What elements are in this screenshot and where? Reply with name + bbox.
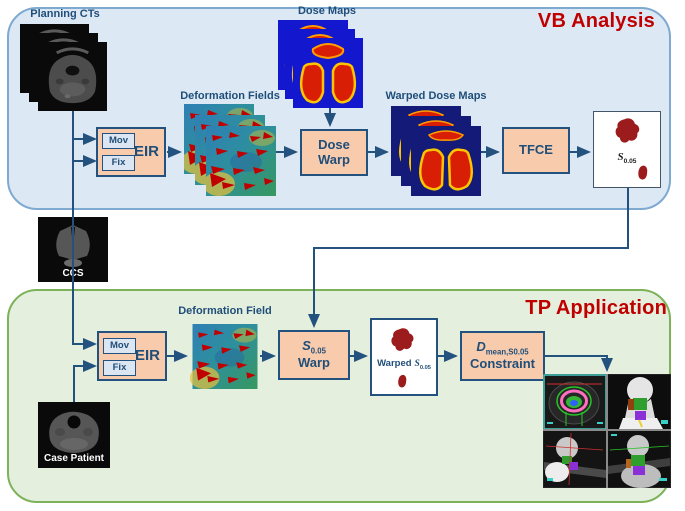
dose-maps-label: Dose Maps bbox=[297, 5, 357, 17]
mov-label-tp: Mov bbox=[110, 339, 129, 351]
significance-blob-large bbox=[613, 117, 643, 147]
ccs-label: CCS bbox=[62, 268, 84, 279]
dose-map-slice-front bbox=[293, 38, 363, 108]
case-patient-label: Case Patient bbox=[43, 453, 105, 464]
ccs-image: CCS bbox=[38, 217, 108, 282]
fix-input-box-tp: Fix bbox=[103, 360, 136, 376]
s-warp-label-line2: Warp bbox=[297, 355, 331, 371]
planning-ct-slice-front bbox=[38, 42, 107, 111]
dose-warp-label-line1: Dose bbox=[318, 136, 350, 152]
constraint-label: Constraint bbox=[470, 356, 535, 372]
s-warp-label-line1: S0.05 bbox=[302, 337, 326, 356]
deformation-field-slice-front bbox=[206, 126, 276, 196]
fix-label-tp: Fix bbox=[112, 361, 127, 373]
eir-label-vb: EIR bbox=[133, 143, 159, 161]
warped-dose-maps-label: Warped Dose Maps bbox=[385, 90, 487, 102]
warped-dose-map-slice-front bbox=[411, 126, 481, 196]
dmean-label: Dmean,S0.05 bbox=[476, 338, 529, 357]
warped-blob-large bbox=[389, 326, 417, 356]
mov-input-box-vb: Mov bbox=[102, 133, 135, 149]
deformation-field-label: Deformation Field bbox=[178, 305, 272, 317]
mov-input-box-tp: Mov bbox=[103, 338, 136, 354]
case-patient-ct-graphic bbox=[49, 411, 99, 453]
fix-label-vb: Fix bbox=[111, 156, 126, 168]
deformation-fields-label: Deformation Fields bbox=[180, 90, 280, 102]
tp-application-title: TP Application bbox=[525, 297, 667, 319]
tfce-box: TFCE bbox=[502, 127, 570, 174]
vb-analysis-title: VB Analysis bbox=[537, 10, 655, 32]
dose-warp-box: Dose Warp bbox=[300, 129, 368, 176]
significance-map-label: S0.05 bbox=[617, 151, 637, 166]
significance-map-box: S0.05 bbox=[593, 111, 661, 188]
mov-label-vb: Mov bbox=[109, 134, 128, 146]
significance-blob-small bbox=[637, 165, 648, 182]
fix-input-box-vb: Fix bbox=[102, 155, 135, 171]
warped-blob-small bbox=[397, 374, 407, 390]
eir-label-tp: EIR bbox=[134, 347, 160, 365]
planning-cts-label: Planning CTs bbox=[30, 8, 100, 20]
dmean-constraint-box: Dmean,S0.05 Constraint bbox=[460, 331, 545, 381]
s-warp-box: S0.05 Warp bbox=[278, 330, 350, 380]
tfce-label: TFCE bbox=[519, 142, 553, 158]
eir-box-vb: Mov Fix EIR bbox=[96, 127, 166, 177]
case-patient-image: Case Patient bbox=[38, 402, 110, 468]
eir-box-tp: Mov Fix EIR bbox=[97, 331, 167, 381]
treatment-plan-views-image bbox=[543, 374, 671, 488]
deformation-field-image bbox=[190, 324, 260, 389]
dose-warp-label-line2: Warp bbox=[317, 151, 351, 167]
